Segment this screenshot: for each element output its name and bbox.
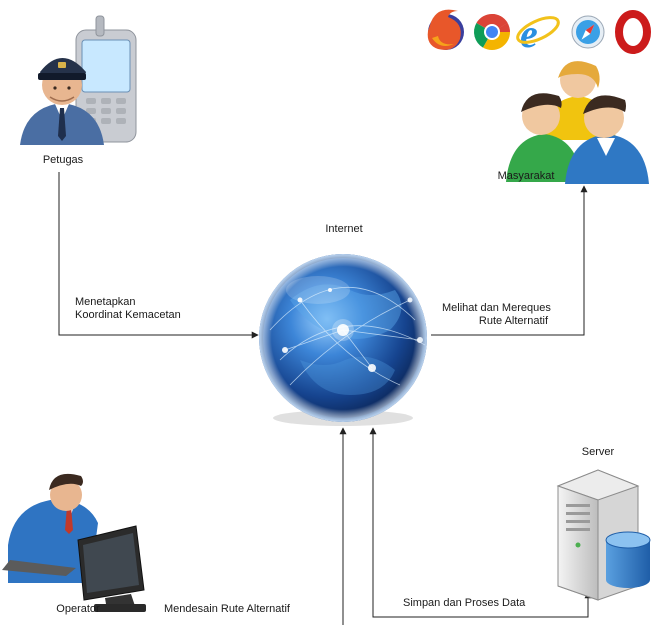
edge-petugas-label-line1: Menetapkan [75, 296, 136, 308]
edge-operator-label: Mendesain Rute Alternatif [164, 603, 291, 615]
connectors [58, 172, 592, 625]
edge-masyarakat-label-line2: Rute Alternatif [479, 315, 549, 327]
chrome-icon [473, 13, 510, 51]
node-server-label: Server [582, 446, 615, 458]
edge-masyarakat-label-line1: Melihat dan Mereques [442, 302, 551, 314]
connector-internet-masyarakat [431, 185, 588, 336]
operator-icon [2, 473, 146, 612]
firefox-icon [427, 9, 464, 50]
people-icon [506, 61, 649, 184]
node-operator-label: Operator [56, 603, 100, 615]
node-masyarakat-label: Masyarakat [498, 170, 555, 182]
connector-petugas-internet [58, 172, 259, 339]
officer-icon [20, 15, 137, 145]
node-petugas-label: Petugas [43, 154, 84, 166]
opera-icon [615, 10, 651, 54]
safari-icon [571, 15, 605, 49]
globe-icon [259, 254, 427, 426]
svg-text:e: e [520, 11, 538, 56]
connector-server-internet [369, 427, 592, 618]
edge-server-label: Simpan dan Proses Data [403, 597, 526, 609]
server-icon [556, 469, 651, 601]
edge-petugas-label-line2: Koordinat Kemacetan [75, 309, 181, 321]
internet-explorer-icon: e [516, 11, 560, 56]
node-internet-label: Internet [325, 223, 362, 235]
database-icon [605, 531, 651, 588]
browser-icons: e [427, 9, 651, 56]
